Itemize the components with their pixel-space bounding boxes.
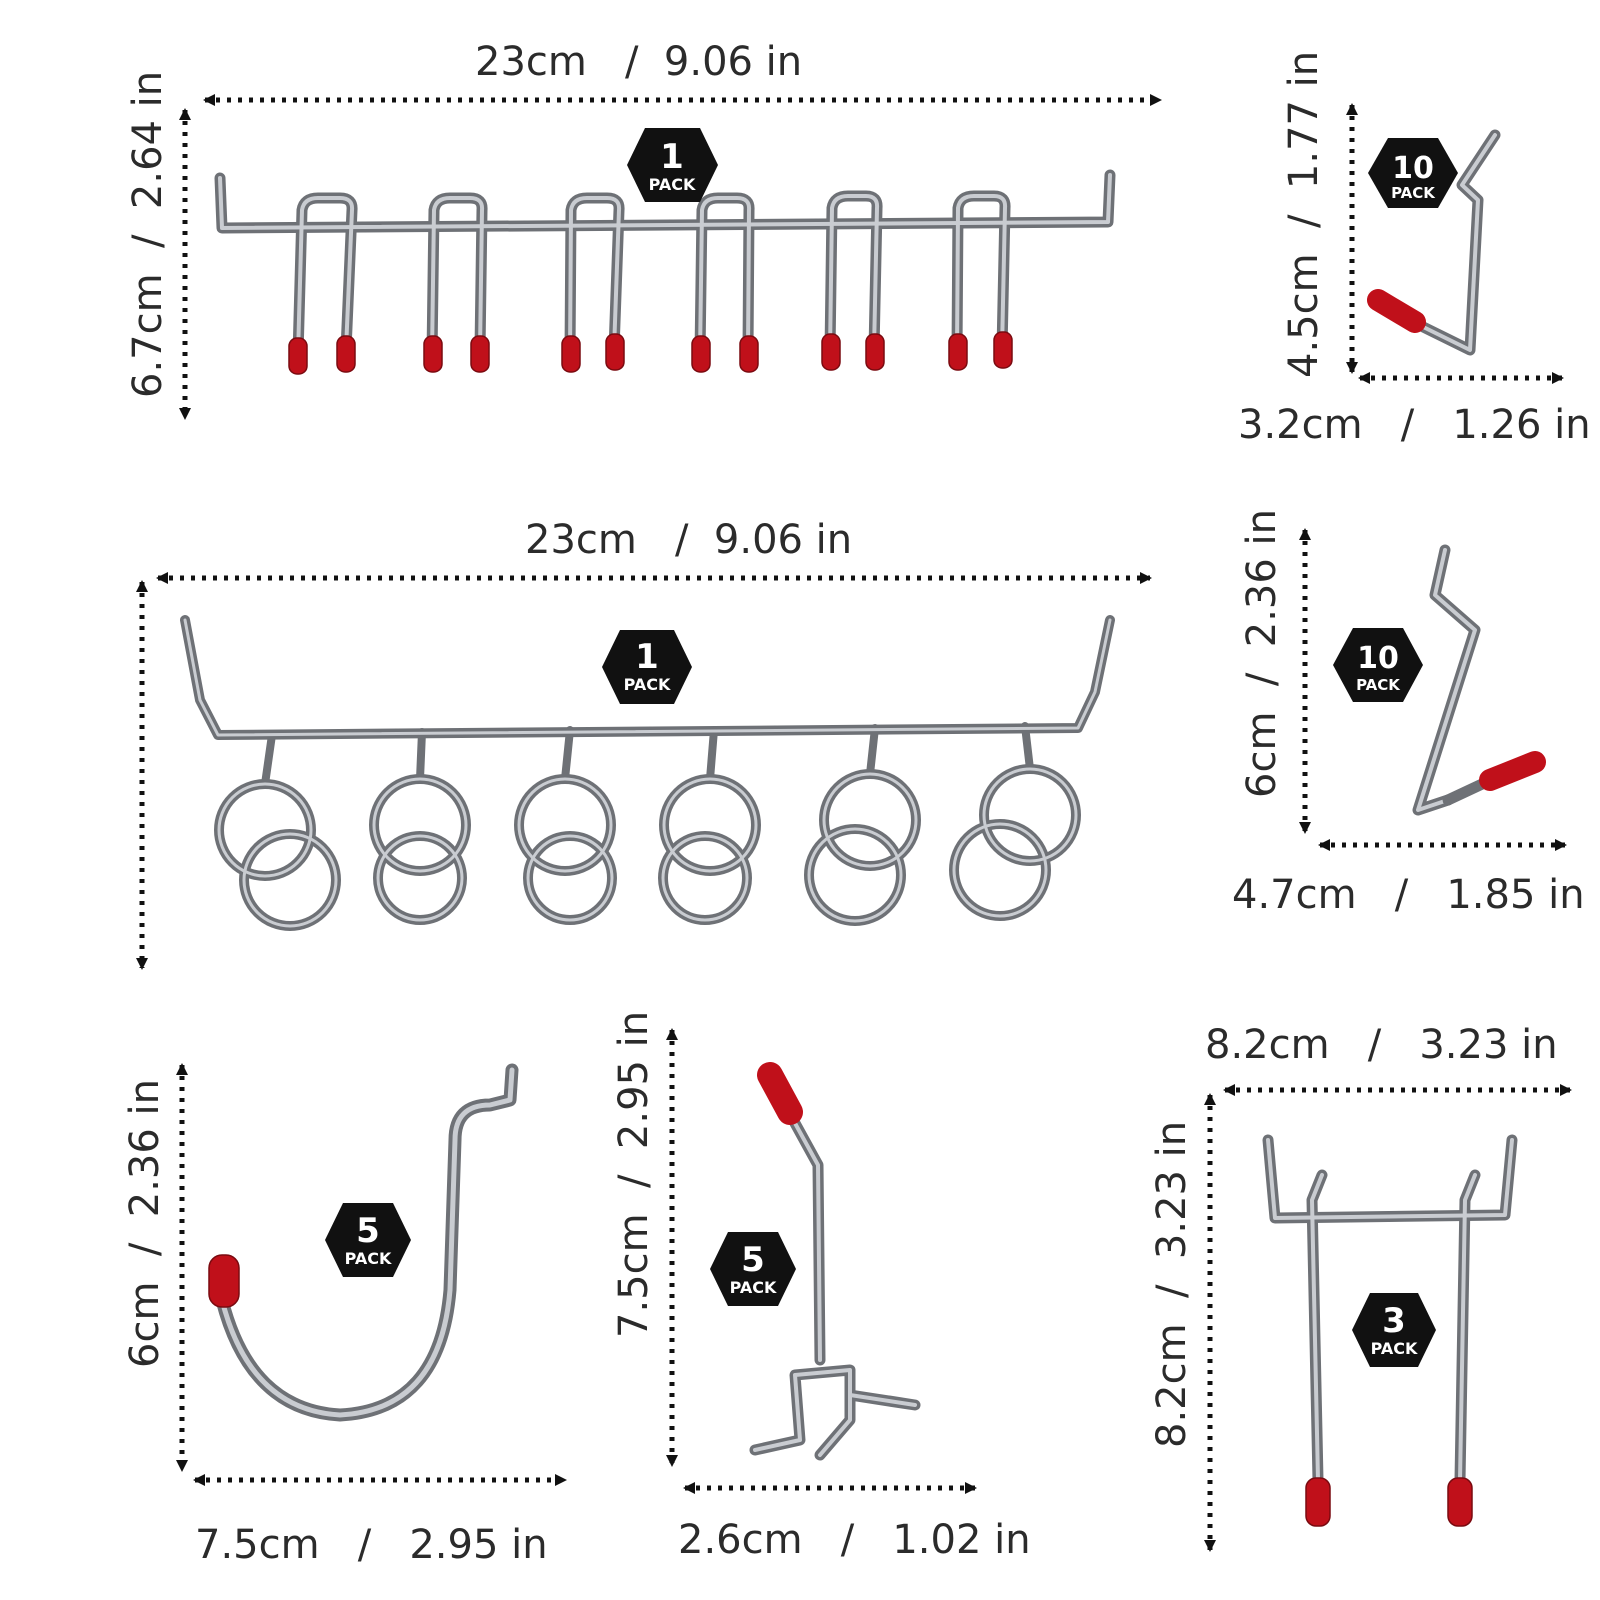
pack-label: PACK	[730, 1278, 777, 1297]
tool-hook-pack-badge: 5 PACK	[710, 1232, 796, 1306]
ring-rack-illustration	[180, 615, 1115, 931]
bar-rack-illustration	[214, 169, 1116, 375]
bar-rack-pack-badge: 1 PACK	[627, 128, 718, 202]
angled-hook-pack-badge: 10 PACK	[1333, 628, 1423, 702]
pack-count: 5	[356, 1211, 380, 1251]
j-hook-illustration	[208, 1063, 519, 1422]
pack-count: 5	[741, 1240, 765, 1280]
double-hook-pack-badge: 3 PACK	[1352, 1293, 1436, 1367]
double-hook-width-label: 8.2cm / 3.23 in	[1205, 1022, 1558, 1068]
j-hook-pack-badge: 5 PACK	[325, 1203, 411, 1277]
double-hook-height-label: 8.2cm / 3.23 in	[1149, 1120, 1195, 1448]
pack-count: 10	[1357, 641, 1399, 676]
tool-hook-width-label: 2.6cm / 1.02 in	[678, 1517, 1031, 1563]
tool-hook-height-label: 7.5cm / 2.95 in	[611, 1010, 657, 1338]
small-hook-pack-badge: 10 PACK	[1368, 138, 1458, 208]
j-hook-width-label: 7.5cm / 2.95 in	[195, 1522, 548, 1568]
pack-count: 10	[1392, 151, 1434, 186]
small-hook-width-label: 3.2cm / 1.26 in	[1238, 402, 1591, 448]
ring-rack-width-label: 23cm / 9.06 in	[525, 517, 853, 563]
pack-count: 3	[1382, 1301, 1406, 1341]
tool-hook-illustration	[749, 1062, 921, 1461]
angled-hook-width-label: 4.7cm / 1.85 in	[1232, 872, 1585, 918]
pack-label: PACK	[1356, 676, 1401, 694]
small-hook-illustration	[1367, 129, 1501, 356]
pack-count: 1	[660, 137, 684, 177]
angled-hook-illustration	[1412, 544, 1546, 816]
pack-label: PACK	[649, 175, 696, 194]
ring-rack-pack-badge: 1 PACK	[602, 630, 692, 704]
bar-rack-width-label: 23cm / 9.06 in	[475, 39, 803, 85]
double-hook-illustration	[1262, 1134, 1518, 1527]
bar-rack-height-label: 6.7cm / 2.64 in	[125, 70, 171, 398]
angled-hook-height-label: 6cm / 2.36 in	[1239, 509, 1285, 798]
pack-label: PACK	[345, 1249, 392, 1268]
pack-count: 1	[635, 637, 659, 677]
pack-label: PACK	[1391, 184, 1436, 202]
small-hook-height-label: 4.5cm / 1.77 in	[1281, 50, 1327, 378]
pack-label: PACK	[1371, 1339, 1418, 1358]
pack-label: PACK	[624, 675, 671, 694]
j-hook-height-label: 6cm / 2.36 in	[122, 1079, 168, 1368]
